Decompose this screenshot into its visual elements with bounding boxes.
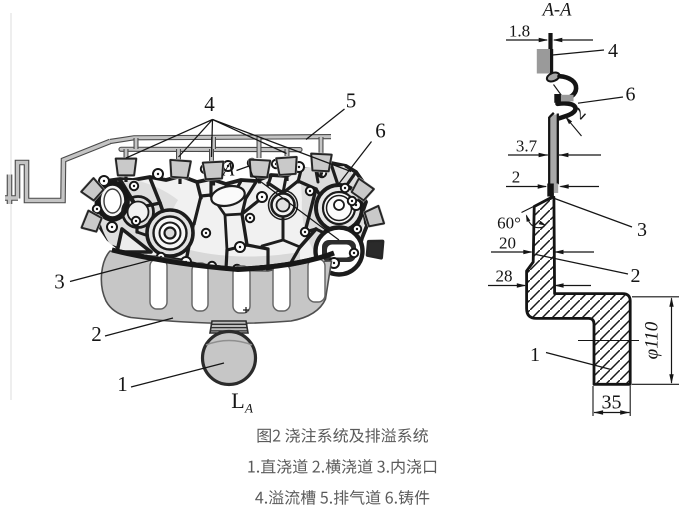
section-runner-wall bbox=[550, 114, 558, 185]
dim-vent-width: 3.7 bbox=[516, 137, 538, 156]
caption-title bbox=[257, 428, 428, 443]
section-casting-profile bbox=[525, 195, 632, 386]
left-detail-mark: A bbox=[221, 160, 235, 181]
left-view-drawing bbox=[5, 13, 386, 400]
sprue-biscuit-circle bbox=[200, 329, 258, 387]
caption-legend-1 bbox=[248, 459, 437, 474]
dim-overflow-neck: 1.8 bbox=[509, 22, 530, 41]
left-view-mark-sub: A bbox=[244, 401, 253, 416]
left-callout-3: 3 bbox=[54, 270, 65, 294]
left-callout-4: 4 bbox=[204, 92, 215, 116]
left-callout-6: 6 bbox=[375, 119, 386, 143]
section-callout-3: 3 bbox=[637, 219, 647, 241]
dim-biscuit-diameter: φ110 bbox=[642, 321, 663, 359]
dim-ingate-width: 2 bbox=[512, 168, 521, 187]
section-callout-6: 6 bbox=[626, 84, 636, 106]
section-callout-2: 2 bbox=[631, 265, 641, 287]
left-view-mark-base: L bbox=[231, 388, 244, 413]
dim-draft-angle: 60° bbox=[497, 214, 521, 233]
left-callout-1: 1 bbox=[117, 372, 128, 396]
dim-runner-upper: 20 bbox=[499, 234, 516, 253]
section-title: A-A bbox=[541, 1, 572, 21]
dim-biscuit-thickness: 35 bbox=[602, 392, 622, 414]
top-runner-channels bbox=[109, 134, 332, 161]
left-callout-2: 2 bbox=[91, 322, 102, 346]
vent-zigzag-channel bbox=[5, 138, 112, 204]
dim-runner-lower: 28 bbox=[496, 267, 513, 286]
section-callout-1: 1 bbox=[530, 344, 540, 366]
section-view-drawing bbox=[488, 33, 679, 416]
caption-legend-2 bbox=[255, 490, 430, 505]
section-callout-4: 4 bbox=[608, 40, 618, 62]
section-overflow-well bbox=[536, 49, 552, 74]
left-callout-5: 5 bbox=[346, 89, 357, 113]
section-vent-strip bbox=[548, 33, 553, 50]
figure-caption-glyphs bbox=[248, 428, 437, 505]
section-wall-thickness: 2 bbox=[568, 103, 590, 124]
